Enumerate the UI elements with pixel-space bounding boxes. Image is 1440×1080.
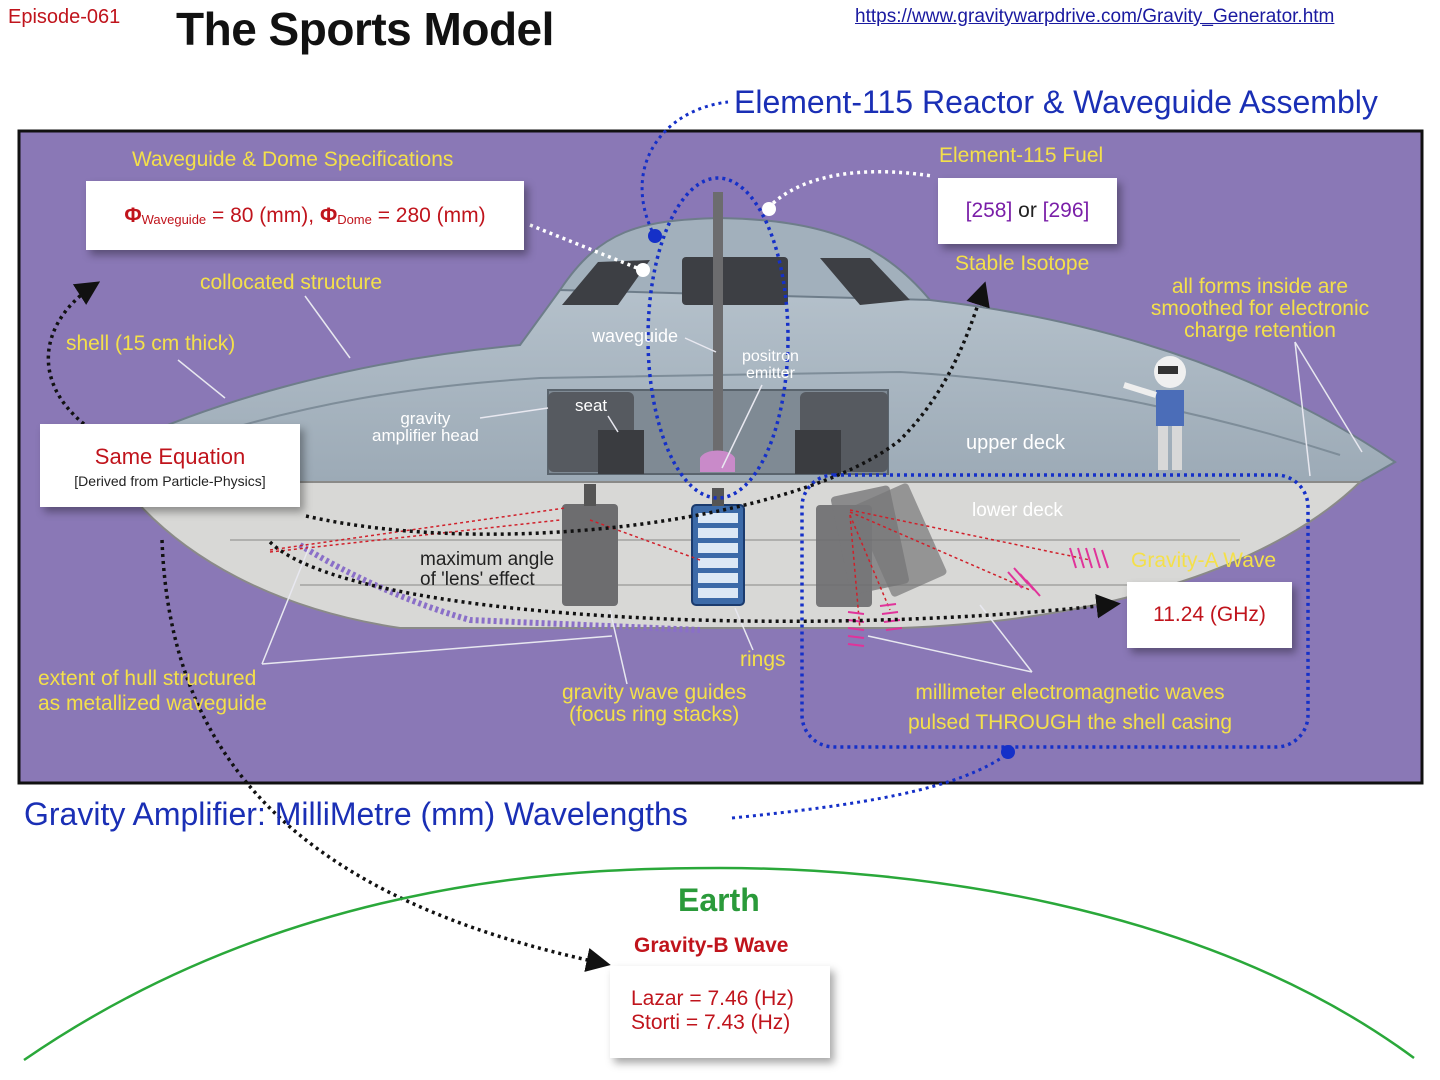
episode-label: Episode-061 bbox=[8, 6, 121, 28]
stable-isotope-label: Stable Isotope bbox=[955, 252, 1090, 275]
hull-extent-label: extent of hull structured as metallized … bbox=[38, 667, 267, 715]
window-right bbox=[820, 258, 910, 305]
wave-guides-label: gravity wave guides (focus ring stacks) bbox=[562, 681, 747, 726]
mm-wavelength-title: Gravity Amplifier: MilliMetre (mm) Wavel… bbox=[24, 796, 688, 832]
gravity-b-value-box: Lazar = 7.46 (Hz) Storti = 7.43 (Hz) bbox=[610, 966, 830, 1058]
upper-deck-label: upper deck bbox=[966, 432, 1065, 454]
gravity-amplifier-head-label: gravity amplifier head bbox=[372, 409, 479, 445]
gravity-amplifier bbox=[562, 504, 618, 606]
equation-subtitle: [Derived from Particle-Physics] bbox=[74, 473, 266, 489]
seat-label: seat bbox=[575, 396, 608, 415]
rings-label: rings bbox=[740, 648, 786, 671]
gravity-a-value-box: 11.24 (GHz) bbox=[1127, 582, 1292, 648]
specs-heading: Waveguide & Dome Specifications bbox=[132, 148, 454, 171]
positron-emitter-label: positron emitter bbox=[742, 348, 799, 382]
lower-deck-label: lower deck bbox=[972, 500, 1063, 521]
window-left bbox=[562, 260, 650, 305]
gravity-b-heading: Gravity-B Wave bbox=[634, 934, 789, 957]
page-title: The Sports Model bbox=[176, 3, 554, 55]
waveguide-ellipse bbox=[646, 176, 790, 500]
reactor-assembly-title: Element-115 Reactor & Waveguide Assembly bbox=[734, 84, 1378, 120]
max-angle-label: maximum angle of 'lens' effect bbox=[420, 549, 555, 590]
fuel-heading: Element-115 Fuel bbox=[939, 144, 1104, 167]
shell-label: shell (15 cm thick) bbox=[66, 332, 236, 355]
waveguide-label: waveguide bbox=[592, 326, 679, 346]
window-center bbox=[682, 257, 788, 305]
pilot-figure bbox=[1123, 356, 1186, 470]
waveguide-dome-spec-box: ΦWaveguide = 80 (mm), ΦDome = 280 (mm) bbox=[86, 181, 524, 250]
element-115-fuel-box: [258] or [296] bbox=[938, 178, 1117, 244]
storti-value: Storti = 7.43 (Hz) bbox=[631, 1011, 791, 1034]
lazar-value: Lazar = 7.46 (Hz) bbox=[631, 987, 794, 1010]
waveguide-rod bbox=[713, 192, 723, 454]
mm-waves-label: millimeter electromagnetic waves pulsed … bbox=[908, 681, 1233, 734]
mm-wave-region bbox=[800, 473, 1310, 749]
same-equation-box: Same Equation [Derived from Particle-Phy… bbox=[40, 424, 300, 507]
gravity-a-heading: Gravity-A Wave bbox=[1131, 549, 1277, 572]
equation-title: Same Equation bbox=[94, 444, 246, 469]
smoothed-label: all forms inside are smoothed for electr… bbox=[1150, 275, 1370, 342]
earth-label: Earth bbox=[678, 882, 760, 918]
collocated-label: collocated structure bbox=[200, 271, 383, 294]
source-link[interactable]: https://www.gravitywarpdrive.com/Gravity… bbox=[855, 6, 1335, 27]
earth-arc bbox=[23, 866, 1415, 1062]
